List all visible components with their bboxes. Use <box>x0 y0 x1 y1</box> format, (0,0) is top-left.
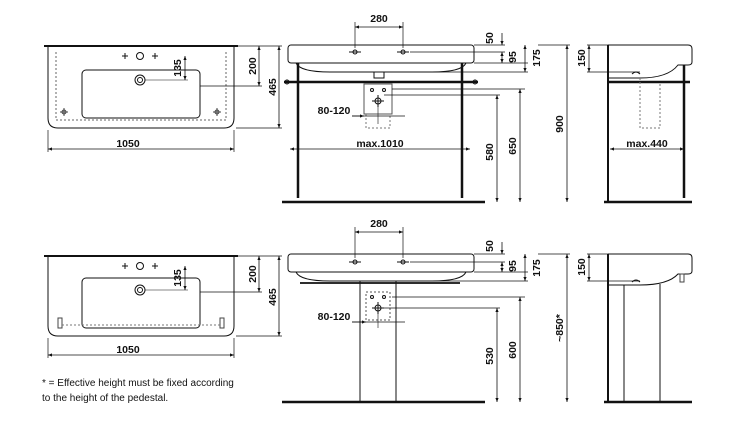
top-front-trap-height-label: 580 <box>484 143 496 161</box>
bottom-plan-depth-label: 465 <box>267 288 279 306</box>
top-front-overflow-label: 50 <box>484 32 496 44</box>
bottom-front-view <box>282 227 570 404</box>
bottom-plan-inner-depth-label: 200 <box>247 265 259 283</box>
top-front-tap-spacing-label: 280 <box>370 13 388 25</box>
top-plan-depth-label: 465 <box>267 78 279 96</box>
bottom-front-bowl-label: 175 <box>531 259 543 277</box>
top-side-rim-height-label: 150 <box>576 49 588 67</box>
bottom-side-rim-height-label: 150 <box>576 258 588 276</box>
top-side-view <box>587 44 693 204</box>
top-plan-tap-offset-label: 135 <box>172 59 184 77</box>
top-front-leg-span-label: max.1010 <box>356 138 403 150</box>
bottom-front-overflow-label: 50 <box>484 240 496 252</box>
bottom-front-total-height-label: ~850* <box>554 313 566 342</box>
top-front-total-height-label: 900 <box>554 115 566 133</box>
bottom-front-rim-label: 95 <box>507 260 519 272</box>
top-front-frame-height-label: 650 <box>507 137 519 155</box>
footnote-line-1: * = Effective height must be fixed accor… <box>42 378 234 389</box>
top-front-rim-label: 95 <box>507 51 519 63</box>
bottom-plan-view <box>44 255 282 358</box>
top-plan-view <box>44 45 282 152</box>
footnote-line-2: to the height of the pedestal. <box>42 393 169 404</box>
top-front-trap-offset-label: 80-120 <box>318 105 351 117</box>
top-side-depth-label: max.440 <box>626 138 668 150</box>
footnote: * = Effective height must be fixed accor… <box>42 376 282 406</box>
top-front-view <box>282 22 570 204</box>
top-front-bowl-label: 175 <box>531 49 543 67</box>
bottom-plan-tap-offset-label: 135 <box>172 269 184 287</box>
bottom-front-trap-offset-label: 80-120 <box>318 311 351 323</box>
bottom-front-trap-height-label: 530 <box>484 347 496 365</box>
bottom-plan-width-label: 1050 <box>116 344 140 356</box>
bottom-front-pedestal-height-label: 600 <box>507 341 519 359</box>
bottom-side-view <box>587 253 693 404</box>
top-plan-width-label: 1050 <box>116 138 140 150</box>
bottom-front-tap-spacing-label: 280 <box>370 218 388 230</box>
top-plan-inner-depth-label: 200 <box>247 57 259 75</box>
